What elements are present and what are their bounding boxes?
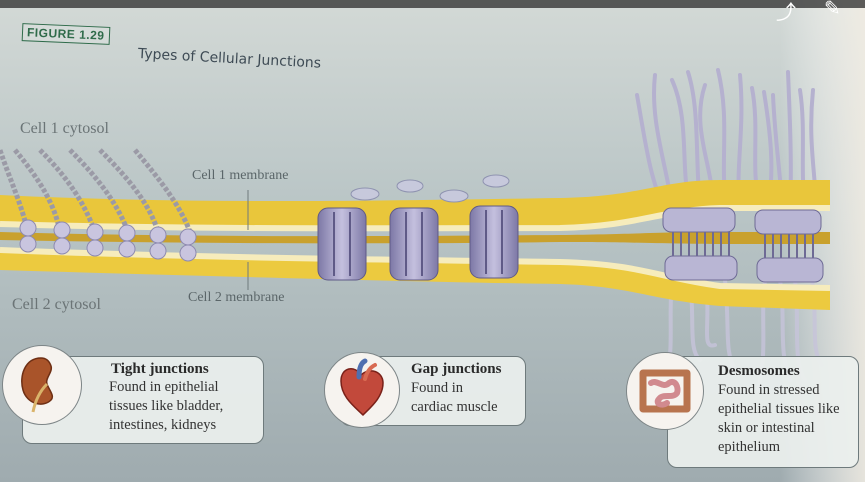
card-text-line: epithelium xyxy=(718,439,781,455)
gap-channel xyxy=(317,207,367,281)
card-title: Tight junctions xyxy=(111,361,209,377)
card-text-line: Found in epithelial xyxy=(109,379,219,395)
cell2-membrane-label: Cell 2 membrane xyxy=(188,290,285,305)
cell1-membrane-label: Cell 1 membrane xyxy=(192,168,289,183)
kidney-icon xyxy=(2,345,82,425)
intestine-icon xyxy=(626,352,704,430)
top-edge xyxy=(0,0,865,8)
edit-pencil-icon[interactable]: ✎ xyxy=(824,0,841,20)
card-title: Desmosomes xyxy=(718,363,800,379)
card-text-line: skin or intestinal xyxy=(718,420,815,436)
gap-junction-channels xyxy=(317,205,519,281)
tight-junction-beads xyxy=(19,219,197,262)
card-text-line: tissues like bladder, xyxy=(109,398,224,414)
card-text-line: intestines, kidneys xyxy=(109,417,217,433)
cell2-cytosol-label: Cell 2 cytosol xyxy=(12,296,101,313)
desmosome-plaque xyxy=(662,207,738,281)
card-text-line: cardiac muscle xyxy=(411,399,498,415)
gap-channel xyxy=(469,205,519,279)
figure-number: FIGURE 1.29 xyxy=(21,23,110,45)
desmosome-plaques xyxy=(662,207,824,283)
cell1-cytosol-label: Cell 1 cytosol xyxy=(20,120,109,137)
desmosome-plaque xyxy=(754,209,824,283)
card-text-line: Found in stressed xyxy=(718,382,820,398)
card-title: Gap junctions xyxy=(411,361,502,377)
signal-molecules xyxy=(350,174,510,203)
card-text-line: epithelial tissues like xyxy=(718,401,840,417)
heart-icon xyxy=(324,352,400,428)
card-text-line: Found in xyxy=(411,380,463,396)
gap-channel xyxy=(389,207,439,281)
share-icon[interactable]: ⤴ xyxy=(776,0,796,24)
